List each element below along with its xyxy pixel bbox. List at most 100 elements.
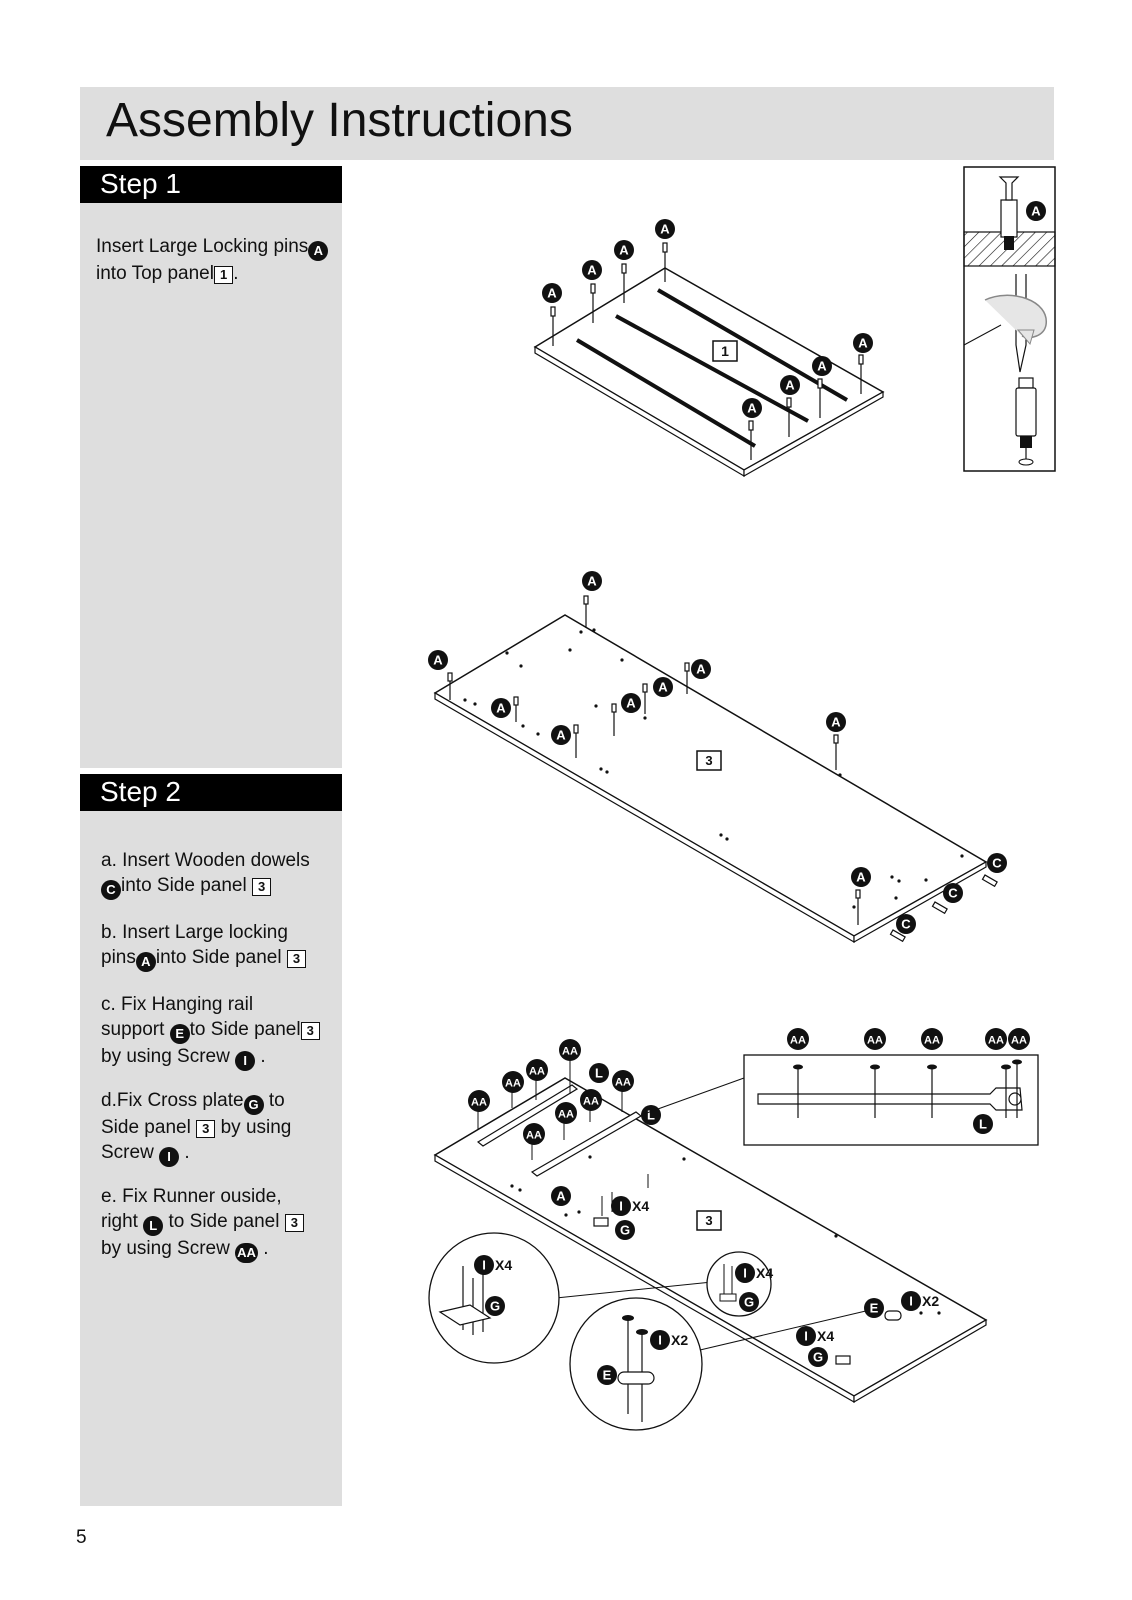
part-badge-aa: AA	[468, 1090, 490, 1112]
part-badge-aa: AA	[612, 1070, 634, 1092]
svg-text:I: I	[658, 1333, 662, 1348]
step2-d-text-4: by using	[220, 1117, 292, 1138]
part-badge-a: A	[691, 659, 711, 679]
svg-text:A: A	[660, 222, 670, 237]
part-badge-a: A	[428, 650, 448, 670]
svg-text:A: A	[831, 715, 841, 730]
step2-e-end: .	[263, 1238, 269, 1259]
part-badge-l: L	[589, 1063, 609, 1083]
part-badge-e: E	[169, 1024, 190, 1044]
part-badge-aa: AA	[235, 1243, 258, 1263]
svg-text:G: G	[813, 1350, 823, 1365]
svg-text:C: C	[948, 886, 958, 901]
svg-text:A: A	[619, 243, 629, 258]
svg-text:AA: AA	[558, 1109, 574, 1121]
panel-label-3: 3	[300, 1022, 320, 1040]
part-badge-i: I	[796, 1326, 816, 1346]
svg-text:L: L	[979, 1117, 987, 1132]
part-badge-a: A	[135, 952, 156, 972]
part-badge-c: C	[101, 880, 121, 900]
part-badge-a: A	[551, 1186, 571, 1206]
groove	[615, 314, 809, 423]
step2-c-text-1: c. Fix Hanging rail	[101, 994, 254, 1015]
svg-text:L: L	[595, 1066, 603, 1081]
pins	[447, 595, 861, 925]
svg-text:A: A	[658, 680, 668, 695]
top-panel-diagram: A A A A A A A A 1	[533, 219, 885, 478]
part-badge-a: A	[491, 698, 511, 718]
panel-label-3: 3	[286, 950, 307, 968]
step2-header: Step 2	[80, 774, 342, 811]
groove	[656, 288, 849, 402]
step2-heading: Step 2	[100, 776, 181, 807]
svg-text:E: E	[870, 1301, 879, 1316]
panel-label-3: 3	[252, 878, 272, 896]
svg-text:G: G	[744, 1295, 754, 1310]
panel-label-1: 1	[712, 340, 738, 362]
part-badge-g: G	[808, 1347, 828, 1367]
step2-d-text-2: to	[268, 1090, 285, 1111]
quantity-label: X4	[495, 1257, 512, 1273]
part-badge-a: A	[742, 398, 762, 418]
part-badge-a: A	[582, 260, 602, 280]
svg-text:A: A	[1031, 204, 1041, 219]
panel-label-3: 3	[284, 1214, 304, 1232]
svg-text:3: 3	[705, 753, 712, 768]
svg-text:AA: AA	[583, 1096, 599, 1108]
quantity-label: X4	[756, 1265, 773, 1281]
svg-text:AA: AA	[529, 1066, 545, 1078]
dowels	[889, 874, 998, 943]
svg-text:A: A	[547, 286, 557, 301]
svg-text:I: I	[743, 1266, 747, 1281]
svg-text:AA: AA	[867, 1035, 883, 1047]
part-badge-l: L	[973, 1114, 993, 1134]
part-badge-i: I	[159, 1147, 180, 1167]
step2-c-text-3: to Side panel	[189, 1019, 301, 1040]
step1-text-1: Insert Large Locking pins	[96, 236, 309, 257]
part-badge-a: A	[655, 219, 675, 239]
part-badge-l: L	[143, 1216, 164, 1236]
svg-text:AA: AA	[790, 1035, 806, 1047]
part-badge-aa: AA	[555, 1102, 577, 1124]
part-badge-aa: AA	[864, 1028, 886, 1050]
part-badge-i: I	[650, 1330, 670, 1350]
part-badge-a: A	[853, 333, 873, 353]
step2-a-text-1: a. Insert Wooden dowels	[101, 850, 310, 871]
part-badge-a: A	[308, 241, 329, 261]
svg-text:A: A	[858, 336, 868, 351]
part-badge-a: A	[621, 693, 641, 713]
side-panel-fittings-diagram: AA AA AA AA AA AA AA AA L L A I X4 G 3 E…	[428, 1028, 1039, 1431]
svg-text:C: C	[992, 856, 1002, 871]
part-badge-aa: AA	[526, 1059, 548, 1081]
svg-text:A: A	[587, 574, 597, 589]
part-badge-a: A	[582, 571, 602, 591]
part-badge-a: A	[851, 867, 871, 887]
rail-support	[884, 1310, 902, 1321]
quantity-label: X4	[817, 1328, 834, 1344]
svg-text:AA: AA	[615, 1077, 631, 1089]
part-badge-a: A	[614, 240, 634, 260]
svg-text:I: I	[619, 1199, 623, 1214]
part-badge-i: I	[611, 1196, 631, 1216]
quantity-label: X4	[632, 1198, 649, 1214]
runner-detail: AA AA AA AA AA L	[643, 1028, 1039, 1146]
part-badge-a: A	[780, 375, 800, 395]
page-number: 5	[76, 1527, 87, 1548]
svg-text:I: I	[482, 1258, 486, 1273]
part-badge-i: I	[235, 1051, 256, 1071]
part-badge-g: G	[739, 1292, 759, 1312]
part-badge-aa: AA	[1008, 1028, 1030, 1050]
cross-plate	[593, 1217, 609, 1227]
step2-instruction-e: e. Fix Runner ouside, right L to Side pa…	[101, 1184, 342, 1263]
part-badge-a: A	[542, 283, 562, 303]
step1-text-2: into Top panel	[96, 263, 214, 284]
panel-label-1: 1	[213, 266, 234, 284]
svg-text:A: A	[817, 359, 827, 374]
part-badge-aa: AA	[580, 1089, 602, 1111]
small-cross-plate-detail: I X4 G	[706, 1251, 773, 1317]
